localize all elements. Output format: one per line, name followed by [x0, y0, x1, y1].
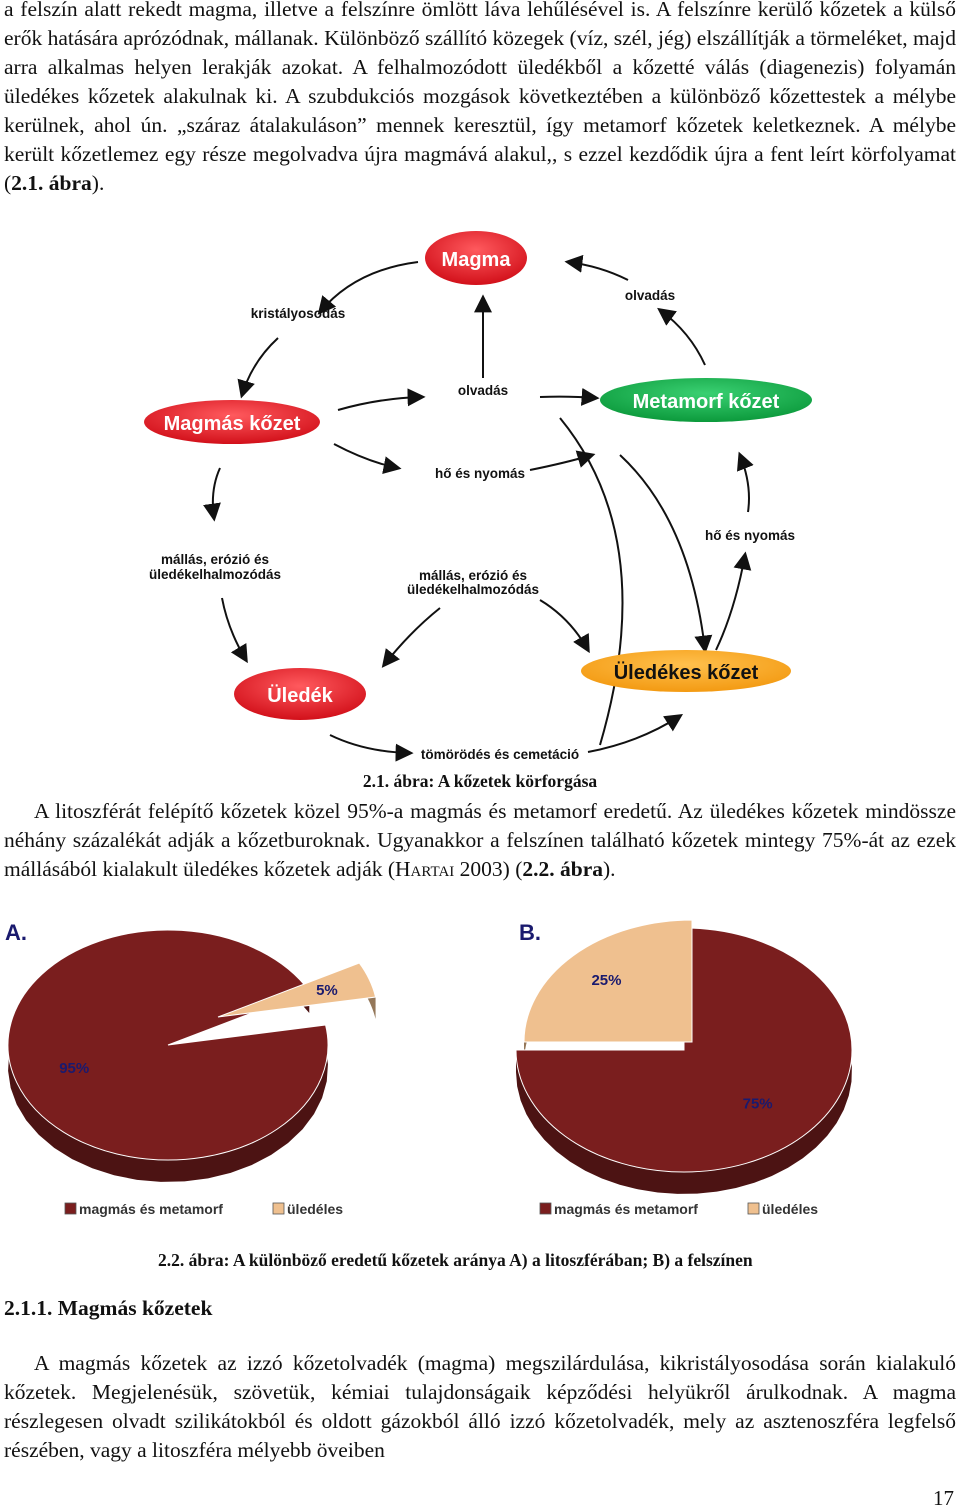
legend-label: üledéles [287, 1201, 343, 1217]
svg-text:Metamorf kőzet: Metamorf kőzet [633, 391, 780, 413]
svg-text:Magmás kőzet: Magmás kőzet [164, 413, 301, 435]
svg-text:Üledék: Üledék [267, 684, 333, 707]
svg-text:Üledékes kőzet: Üledékes kőzet [614, 661, 759, 684]
intro-end: ). [91, 171, 105, 195]
paragraph-2-text: A litoszférát felépítő kőzetek közel 95%… [4, 799, 956, 881]
legend-label: üledéles [762, 1201, 818, 1217]
pie-slice-1 [523, 919, 693, 1043]
legend-swatch [747, 1202, 760, 1215]
panel-label: A. [5, 920, 27, 945]
pie-slice-0 [515, 927, 853, 1173]
label-weathering-left-2: üledékelhalmozódás [149, 567, 281, 582]
panel-label: B. [519, 920, 541, 945]
author-citation: Hartai [395, 857, 455, 881]
figure-reference-2: 2.2. ábra [522, 857, 603, 881]
pie-slice-1 [217, 962, 377, 1018]
legend-swatch [64, 1202, 77, 1215]
intro-text: a felszín alatt rekedt magma, illetve a … [4, 0, 956, 195]
paragraph-2-end: ). [603, 857, 616, 881]
legend-label: magmás és metamorf [554, 1201, 698, 1217]
label-melting-right: olvadás [625, 288, 675, 303]
node-igneous-rock: Magmás kőzet [144, 400, 320, 444]
cycle-arrows [203, 254, 754, 762]
node-metamorphic-rock: Metamorf kőzet [600, 378, 812, 422]
pie-value-label: 75% [743, 1095, 773, 1112]
pie-value-label: 95% [59, 1060, 89, 1077]
label-weathering-center-2: üledékelhalmozódás [407, 582, 539, 597]
label-weathering-center-1: mállás, erózió és [419, 568, 527, 583]
label-heat-pressure-right: hő és nyomás [705, 528, 795, 543]
paragraph-3: A magmás kőzetek az izzó kőzetolvadék (m… [4, 1351, 956, 1462]
legend-swatch [272, 1202, 285, 1215]
figure-reference: 2.1. ábra [11, 171, 92, 195]
legend-swatch [539, 1202, 552, 1215]
node-magma: Magma [425, 231, 527, 285]
rock-cycle-diagram: Magma Magmás kőzet Metamorf kőzet Üledék… [144, 231, 812, 762]
pie-chart-a: A. 95% 5% magmás és metamorf üledéles [5, 920, 377, 1217]
paragraph-2: A litoszférát felépítő kőzetek közel 95%… [4, 797, 956, 884]
section-heading: 2.1.1. Magmás kőzetek [4, 1296, 213, 1320]
pie-slice-0 [7, 929, 329, 1161]
pie-chart-b: B. 75% 25% magmás és metamorf üledéles [515, 919, 853, 1217]
figure-caption-1: 2.1. ábra: A kőzetek körforgása [362, 771, 598, 791]
label-weathering-left-1: mállás, erózió és [161, 552, 269, 567]
pie-charts: A. 95% 5% magmás és metamorf üledéles B. 75% 25… [5, 919, 853, 1217]
node-sediment: Üledék [234, 668, 366, 720]
label-heat-pressure-center: hő és nyomás [435, 466, 525, 481]
pie-value-label: 5% [316, 982, 338, 999]
page-number: 17 [933, 1486, 954, 1510]
figure-caption-2: 2.2. ábra: A különböző eredetű kőzetek a… [158, 1250, 753, 1270]
node-sedimentary-rock: Üledékes kőzet [581, 650, 791, 692]
svg-text:Magma: Magma [442, 249, 512, 271]
intro-paragraph: a felszín alatt rekedt magma, illetve a … [4, 0, 956, 198]
label-melting-center: olvadás [458, 383, 508, 398]
pie-value-label: 25% [591, 972, 621, 989]
label-compaction: tömörödés és cemetáció [421, 747, 579, 762]
paragraph-2-text-b: 2003) ( [454, 857, 523, 881]
label-crystallization: kristályosodás [251, 306, 346, 321]
legend-label: magmás és metamorf [79, 1201, 223, 1217]
